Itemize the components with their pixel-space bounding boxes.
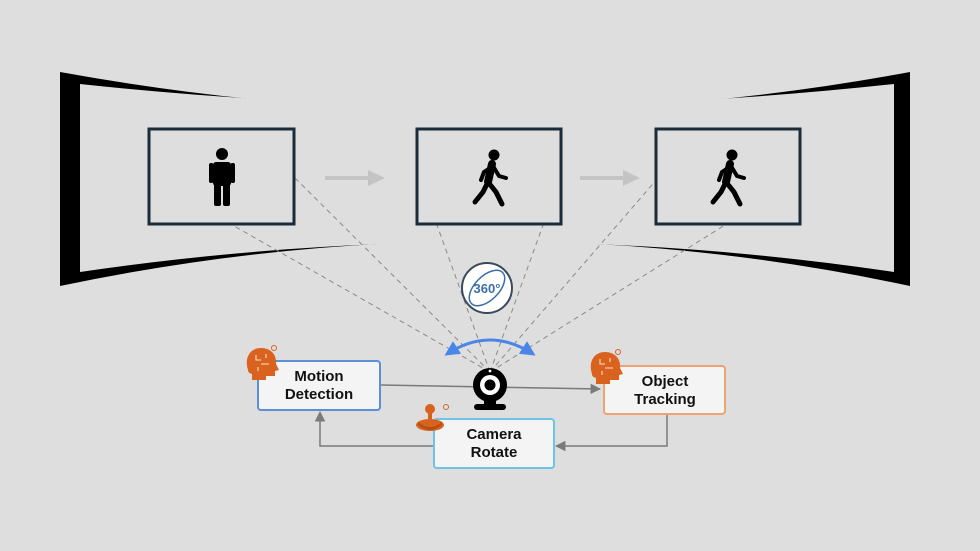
rotate-360-icon: 360°: [461, 262, 513, 314]
motion-detection-node: Motion Detection: [257, 360, 381, 411]
rotation-arc: [444, 338, 536, 356]
frame-arrow-1: [325, 170, 385, 186]
camera-rotate-line2: Rotate: [471, 444, 518, 461]
webcam-icon: [473, 368, 507, 410]
rotation-badge-label: 360°: [474, 281, 501, 296]
frame-1: [147, 127, 296, 226]
object-tracking-node: Object Tracking: [603, 365, 726, 415]
person-walking-icon: [472, 149, 508, 207]
motion-detection-line2: Detection: [285, 386, 353, 403]
motion-detection-line1: Motion: [294, 368, 343, 385]
frame-3: [654, 127, 802, 226]
camera-rotate-node: Camera Rotate: [433, 418, 555, 469]
joystick-icon: [416, 404, 449, 431]
camera-rotate-line1: Camera: [466, 426, 522, 443]
frame-arrow-2: [580, 170, 640, 186]
person-standing-icon: [209, 148, 235, 206]
frame-2: [415, 127, 563, 226]
ai-head-icon: [246, 345, 279, 380]
ai-head-icon: [590, 349, 623, 384]
object-tracking-line2: Tracking: [634, 391, 696, 408]
person-walking-icon: [710, 149, 746, 207]
object-tracking-line1: Object: [642, 373, 689, 390]
